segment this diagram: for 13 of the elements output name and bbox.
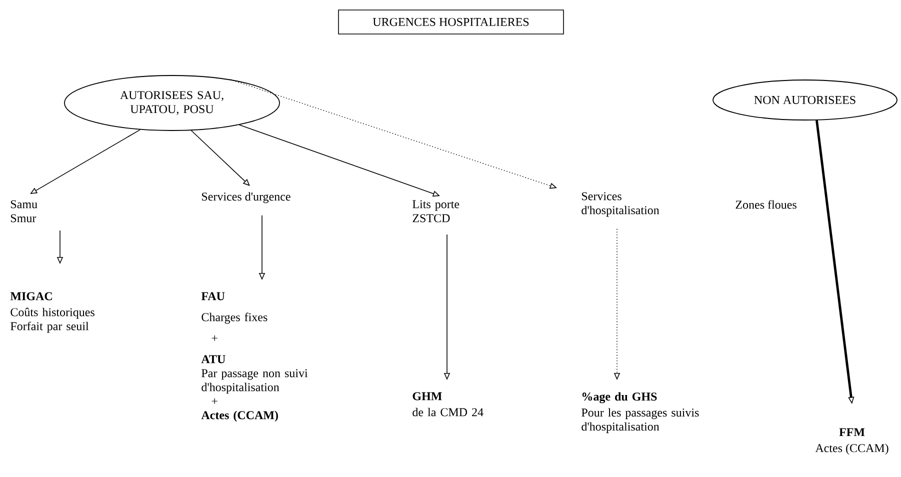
- service-label: Zones floues: [736, 200, 796, 209]
- service-label: Samu Smur: [11, 200, 38, 222]
- funding-text: GHM de la CMD 24: [412, 392, 484, 416]
- service-label: Services d'hospitalisation: [582, 192, 660, 217]
- funding-text: %age du GHS Pour les passages suivis d'hospitalisation: [582, 392, 699, 434]
- service-label: Services d'urgence: [202, 192, 290, 204]
- arrow: [190, 130, 250, 186]
- service-label: Lits porte ZSTCD: [412, 200, 460, 222]
- funding-text: FFM Actes (CCAM): [815, 428, 888, 455]
- arrow: [30, 129, 141, 194]
- funding-text: MIGAC Coûts historiques Forfait par seuil: [10, 292, 94, 333]
- funding-text: FAU Charges fixes + ATU Par passage non suivi d'hospitalisation + Actes (CCAM): [201, 292, 308, 422]
- title-box: URGENCES HOSPITALIERES: [338, 10, 564, 34]
